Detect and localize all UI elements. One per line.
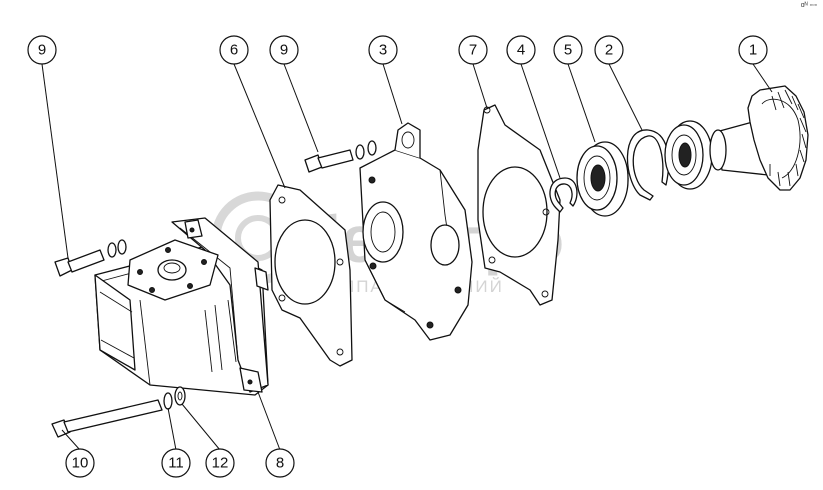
callout-3: 3 [368,35,398,65]
callout-8: 8 [265,448,295,478]
part-4-snap-ring [549,177,578,213]
callout-1: 1 [738,35,768,65]
part-8-housing [94,217,269,396]
callout-7: 7 [458,35,488,65]
svg-text:9: 9 [280,42,288,59]
svg-text:11: 11 [168,455,184,472]
svg-text:6: 6 [230,42,238,59]
bolt-9-upper [304,140,377,173]
callout-9-lower: 9 [27,35,57,65]
callout-11: 11 [161,448,191,478]
part-1-gear-shaft [664,85,809,191]
bolt-9-lower [54,239,127,277]
callout-9-upper: 9 [269,35,299,65]
svg-text:2: 2 [605,42,613,59]
svg-text:12: 12 [212,455,229,472]
svg-text:8: 8 [276,455,284,472]
callout-6: 6 [219,35,249,65]
callout-10: 10 [65,448,95,478]
svg-text:9: 9 [38,42,46,59]
callout-5: 5 [553,35,583,65]
svg-text:1: 1 [749,42,757,59]
callout-2: 2 [594,35,624,65]
corner-mark: ɑᴺ ▫▫▫ [800,2,817,9]
part-5-bearing [576,141,629,217]
callout-4: 4 [506,35,536,65]
part-7-gasket [477,104,561,306]
svg-text:7: 7 [469,42,477,59]
bolt-10 [51,386,186,438]
part-3-flange-body [359,122,473,341]
leader-lines [41,63,773,451]
svg-text:3: 3 [379,42,387,59]
svg-text:4: 4 [517,42,525,59]
svg-text:5: 5 [564,42,572,59]
part-6-gasket [269,184,353,367]
svg-text:10: 10 [72,455,89,472]
part-2-circlip [626,129,670,201]
callout-12: 12 [205,448,235,478]
